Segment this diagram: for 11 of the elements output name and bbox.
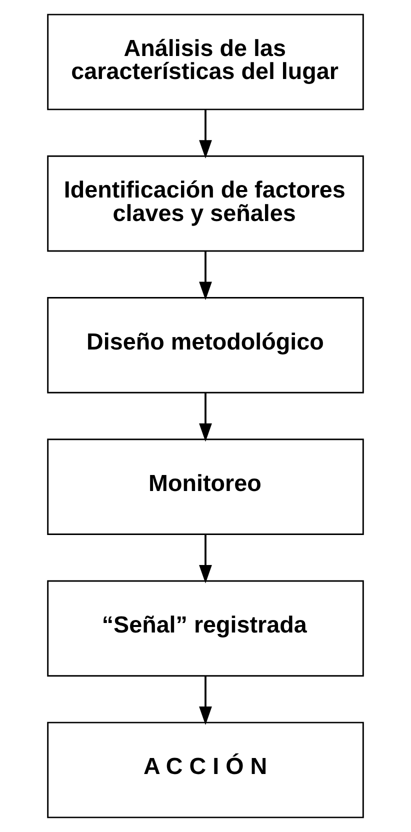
- arrow: [199, 251, 212, 300]
- node-box: Monitoreo: [47, 438, 364, 535]
- arrow: [199, 392, 212, 442]
- arrow: [199, 676, 212, 725]
- node-box: A C C I Ó N: [47, 722, 364, 818]
- arrow: [199, 110, 212, 159]
- arrow: [199, 534, 212, 584]
- node-box: “Señal” registrada: [47, 580, 364, 677]
- node-box: Diseño metodológico: [47, 297, 364, 394]
- node-box: Análisis de las características del lugar: [47, 14, 364, 110]
- node-box: Identificación de factores claves y señales: [47, 155, 364, 252]
